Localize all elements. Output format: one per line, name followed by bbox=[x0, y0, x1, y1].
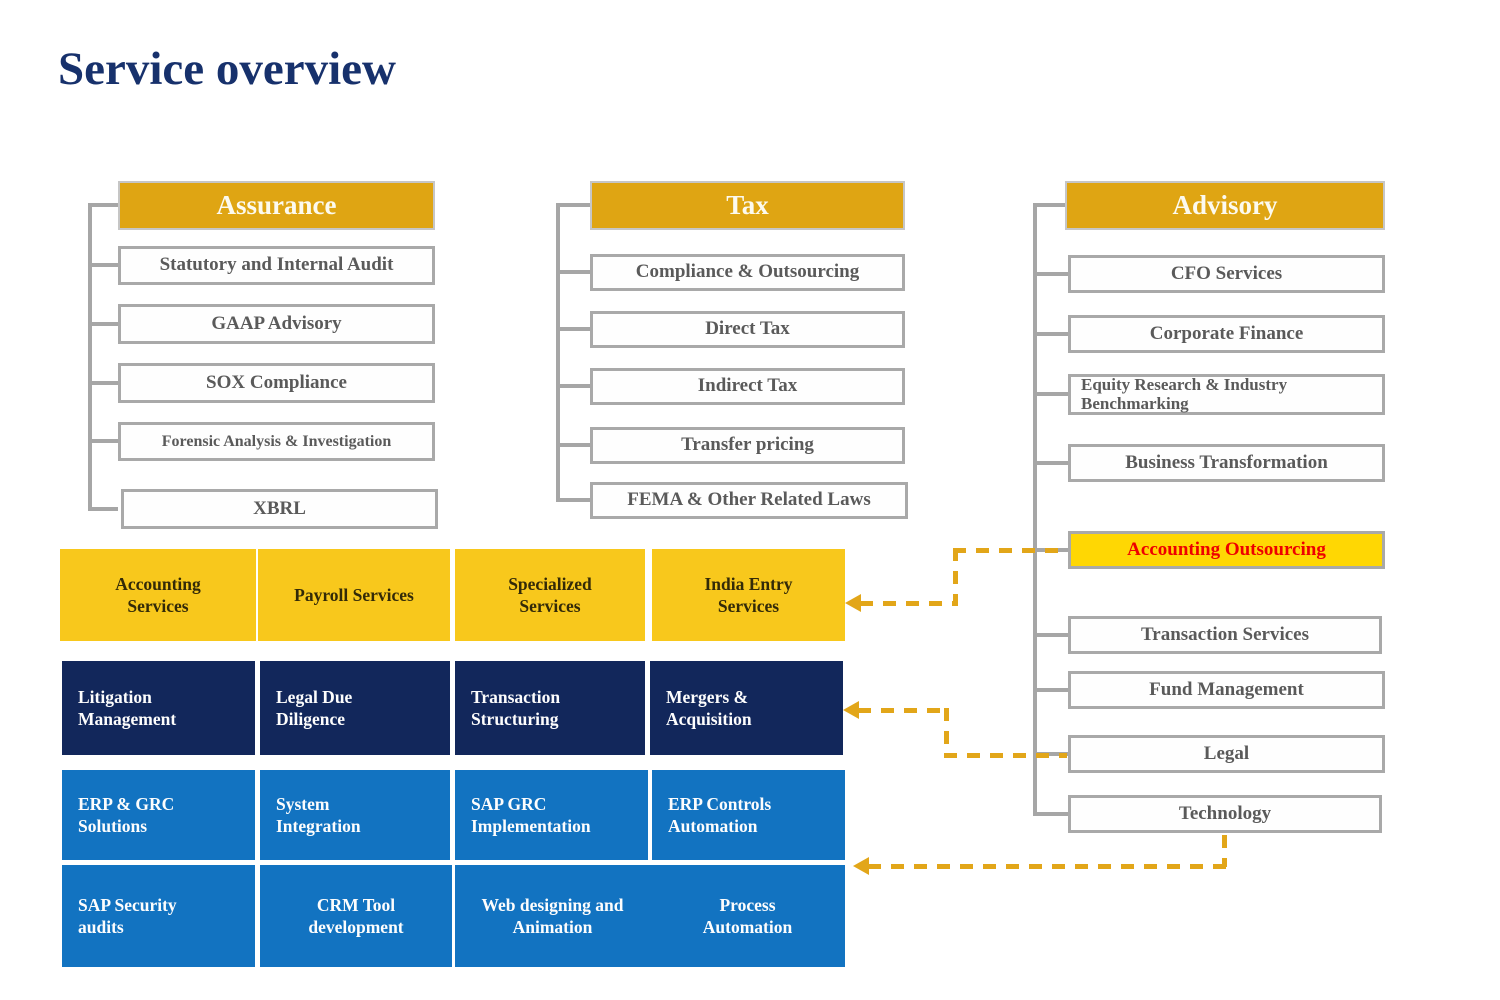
grid-box-label: ERP & GRC Solutions bbox=[78, 793, 175, 836]
item-compliance-outsourcing: Compliance & Outsourcing bbox=[590, 254, 905, 291]
assurance-connector-vertical bbox=[88, 203, 92, 511]
item-transfer-pricing: Transfer pricing bbox=[590, 427, 905, 464]
item-gaap-advisory: GAAP Advisory bbox=[118, 304, 435, 344]
grid-box-label: Process Automation bbox=[702, 894, 793, 937]
grid-box-label: Legal Due Diligence bbox=[276, 686, 353, 729]
assurance-connector-stub bbox=[88, 381, 118, 385]
grid-box-label: System Integration bbox=[276, 793, 361, 836]
grid-box-label: Specialized Services bbox=[508, 573, 592, 616]
tax-connector-stub bbox=[556, 203, 590, 207]
arrow-left-icon bbox=[843, 701, 859, 719]
grid-box-mergers-acquisition: Mergers & Acquisition bbox=[650, 661, 843, 755]
assurance-connector-stub bbox=[88, 439, 118, 443]
dashed-connector-technology bbox=[1222, 835, 1227, 867]
grid-box-label: Litigation Management bbox=[78, 686, 177, 729]
grid-box-label: SAP Security audits bbox=[78, 894, 177, 937]
grid-box-specialized-services: Specialized Services bbox=[455, 549, 645, 641]
advisory-connector-stub bbox=[1033, 633, 1068, 637]
column-header-advisory: Advisory bbox=[1065, 181, 1385, 230]
dashed-connector-legal bbox=[944, 753, 1067, 758]
advisory-connector-stub bbox=[1033, 332, 1068, 336]
grid-box-label: Accounting Services bbox=[115, 573, 201, 616]
item-cfo-services: CFO Services bbox=[1068, 255, 1385, 293]
advisory-connector-stub bbox=[1033, 688, 1068, 692]
page-title: Service overview bbox=[58, 43, 396, 95]
grid-box-label: Payroll Services bbox=[294, 584, 414, 605]
grid-box-label: CRM Tool development bbox=[308, 894, 404, 937]
tax-connector-stub bbox=[556, 270, 590, 274]
assurance-connector-stub bbox=[88, 263, 118, 267]
assurance-connector-stub bbox=[88, 322, 118, 326]
tax-connector-stub bbox=[556, 498, 590, 502]
column-header-tax: Tax bbox=[590, 181, 905, 230]
arrow-left-icon bbox=[853, 857, 869, 875]
grid-box-label: ERP Controls Automation bbox=[668, 793, 772, 836]
grid-box-label: Web designing and Animation bbox=[481, 894, 624, 937]
dashed-connector-accounting-outsourcing bbox=[860, 601, 958, 606]
grid-box-label: Transaction Structuring bbox=[471, 686, 561, 729]
grid-box-label: India Entry Services bbox=[704, 573, 793, 616]
item-equity-research-industry-benchmarking: Equity Research & Industry Benchmarking bbox=[1068, 374, 1385, 415]
dashed-connector-legal bbox=[858, 708, 948, 713]
tax-connector-vertical bbox=[556, 203, 560, 502]
item-accounting-outsourcing: Accounting Outsourcing bbox=[1068, 531, 1385, 569]
item-legal: Legal bbox=[1068, 735, 1385, 773]
grid-box-sap-security-audits: SAP Security audits bbox=[62, 865, 255, 967]
item-transaction-services: Transaction Services bbox=[1068, 616, 1382, 654]
item-statutory-and-internal-audit: Statutory and Internal Audit bbox=[118, 246, 435, 285]
item-corporate-finance: Corporate Finance bbox=[1068, 315, 1385, 353]
dashed-connector-technology bbox=[868, 864, 1227, 869]
advisory-connector-stub bbox=[1033, 461, 1068, 465]
item-sox-compliance: SOX Compliance bbox=[118, 363, 435, 403]
advisory-connector-vertical bbox=[1033, 203, 1037, 816]
grid-box-erp-controls-automation: ERP Controls Automation bbox=[652, 770, 845, 860]
grid-box-erp-grc-solutions: ERP & GRC Solutions bbox=[62, 770, 255, 860]
item-xbrl: XBRL bbox=[121, 489, 438, 529]
item-direct-tax: Direct Tax bbox=[590, 311, 905, 348]
grid-box-system-integration: System Integration bbox=[260, 770, 450, 860]
grid-box-legal-due-diligence: Legal Due Diligence bbox=[260, 661, 450, 755]
tax-connector-stub bbox=[556, 384, 590, 388]
tax-connector-stub bbox=[556, 443, 590, 447]
item-fema-other-related-laws: FEMA & Other Related Laws bbox=[590, 482, 908, 519]
tax-connector-stub bbox=[556, 327, 590, 331]
grid-box-label: SAP GRC Implementation bbox=[471, 793, 591, 836]
item-technology: Technology bbox=[1068, 795, 1382, 833]
grid-box-crm-tool-development: CRM Tool development bbox=[260, 865, 452, 967]
grid-box-india-entry-services: India Entry Services bbox=[652, 549, 845, 641]
advisory-connector-stub bbox=[1033, 392, 1068, 396]
advisory-connector-stub bbox=[1033, 203, 1068, 207]
item-indirect-tax: Indirect Tax bbox=[590, 368, 905, 405]
assurance-connector-stub bbox=[88, 507, 118, 511]
dashed-connector-accounting-outsourcing bbox=[953, 548, 1067, 553]
grid-box-accounting-services: Accounting Services bbox=[60, 549, 256, 641]
grid-box-transaction-structuring: Transaction Structuring bbox=[455, 661, 645, 755]
assurance-connector-stub bbox=[88, 203, 118, 207]
grid-box-sap-grc-implementation: SAP GRC Implementation bbox=[455, 770, 648, 860]
dashed-connector-legal bbox=[944, 708, 949, 758]
grid-box-label: Mergers & Acquisition bbox=[666, 686, 752, 729]
item-fund-management: Fund Management bbox=[1068, 671, 1385, 709]
grid-box-web-process-wide: Web designing and Animation Process Auto… bbox=[455, 865, 845, 967]
grid-box-litigation-management: Litigation Management bbox=[62, 661, 255, 755]
dashed-connector-accounting-outsourcing bbox=[953, 548, 958, 606]
arrow-left-icon bbox=[845, 594, 861, 612]
column-header-assurance: Assurance bbox=[118, 181, 435, 230]
item-business-transformation: Business Transformation bbox=[1068, 444, 1385, 482]
advisory-connector-stub bbox=[1033, 812, 1068, 816]
item-forensic-analysis-investigation: Forensic Analysis & Investigation bbox=[118, 422, 435, 461]
advisory-connector-stub bbox=[1033, 272, 1068, 276]
grid-box-payroll-services: Payroll Services bbox=[258, 549, 450, 641]
